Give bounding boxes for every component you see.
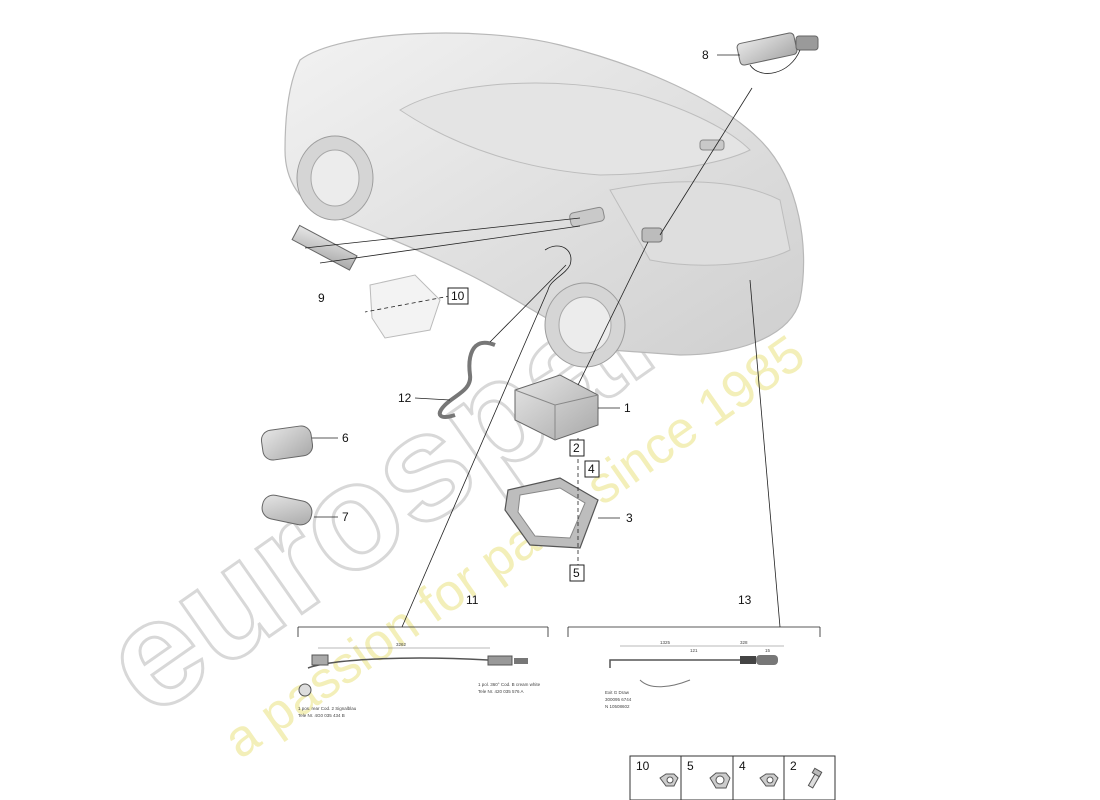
bolt-icon: [807, 767, 823, 789]
detail-13-dim-a: 1325: [660, 640, 671, 645]
detail-11-note-left-1: 1 pos. rear Cod. 2 Signalblau: [298, 706, 357, 711]
callout-12: 12: [398, 391, 412, 405]
detail-13-note-2: 300095 6744: [605, 697, 632, 702]
part-9-antenna-strip: [291, 224, 358, 271]
part-1-control-unit: [514, 374, 599, 441]
callout-10: 10: [451, 289, 465, 303]
leader-lines: [304, 54, 781, 628]
callouts: 8 9 10 12 1 2 4 3 5 6 7 11 13: [318, 48, 752, 607]
callout-4-box: [584, 460, 600, 478]
legend-label-2: 2: [790, 759, 797, 773]
detail-11-note-right-1: 1 pol. 360° Cod. B cream white: [478, 682, 541, 687]
part-7-key-fob: [261, 494, 313, 526]
detail-13-dim-d: 15: [765, 648, 771, 653]
callout-6: 6: [342, 431, 349, 445]
detail-13-note-3: N 10508602: [605, 704, 630, 709]
callout-11: 11: [466, 593, 479, 607]
callout-2-box: [569, 439, 585, 457]
nut-icon: [709, 772, 731, 789]
callout-9: 9: [318, 291, 325, 305]
callout-8: 8: [702, 48, 709, 62]
detail-11-dimension: 3262: [396, 642, 407, 647]
hardware-legend: 10 5 4 2: [629, 755, 836, 800]
part-8-antenna: [736, 32, 819, 74]
nut-icon: [659, 773, 679, 787]
callout-4: 4: [588, 462, 595, 476]
callout-1: 1: [624, 401, 631, 415]
legend-label-4: 4: [739, 759, 746, 773]
detail-13-note-1: Exit G Draw: [605, 690, 630, 695]
callout-5: 5: [573, 566, 580, 580]
callout-7: 7: [342, 510, 349, 524]
legend-label-10: 10: [636, 759, 650, 773]
legend-label-5: 5: [687, 759, 694, 773]
detail-13-dim-c: 121: [690, 648, 698, 653]
callout-13: 13: [738, 593, 752, 607]
detail-13-dim-b: 328: [740, 640, 748, 645]
detail-11-note-right-2: Tele Nr. 420 035 576 A: [478, 689, 524, 694]
vehicle-illustration: [284, 32, 805, 368]
detail-drawing-13: 1325 328 121 15 Exit G Draw 300095 6744 …: [567, 626, 821, 709]
callout-2: 2: [573, 441, 580, 455]
callout-10-box: [447, 287, 469, 305]
callout-3: 3: [626, 511, 633, 525]
part-6-key-fob: [260, 425, 314, 461]
part-10-bracket: [369, 274, 441, 339]
part-3-bracket: [504, 477, 599, 549]
detail-drawing-11: 3262 1 pos. rear Cod. 2 Signalblau Tele …: [297, 626, 549, 718]
nut-icon: [759, 773, 779, 787]
callout-5-box: [569, 564, 585, 582]
detail-11-note-left-2: Tele Nr. 4G0 035 434 B: [298, 713, 345, 718]
part-12-cable: [437, 340, 496, 419]
